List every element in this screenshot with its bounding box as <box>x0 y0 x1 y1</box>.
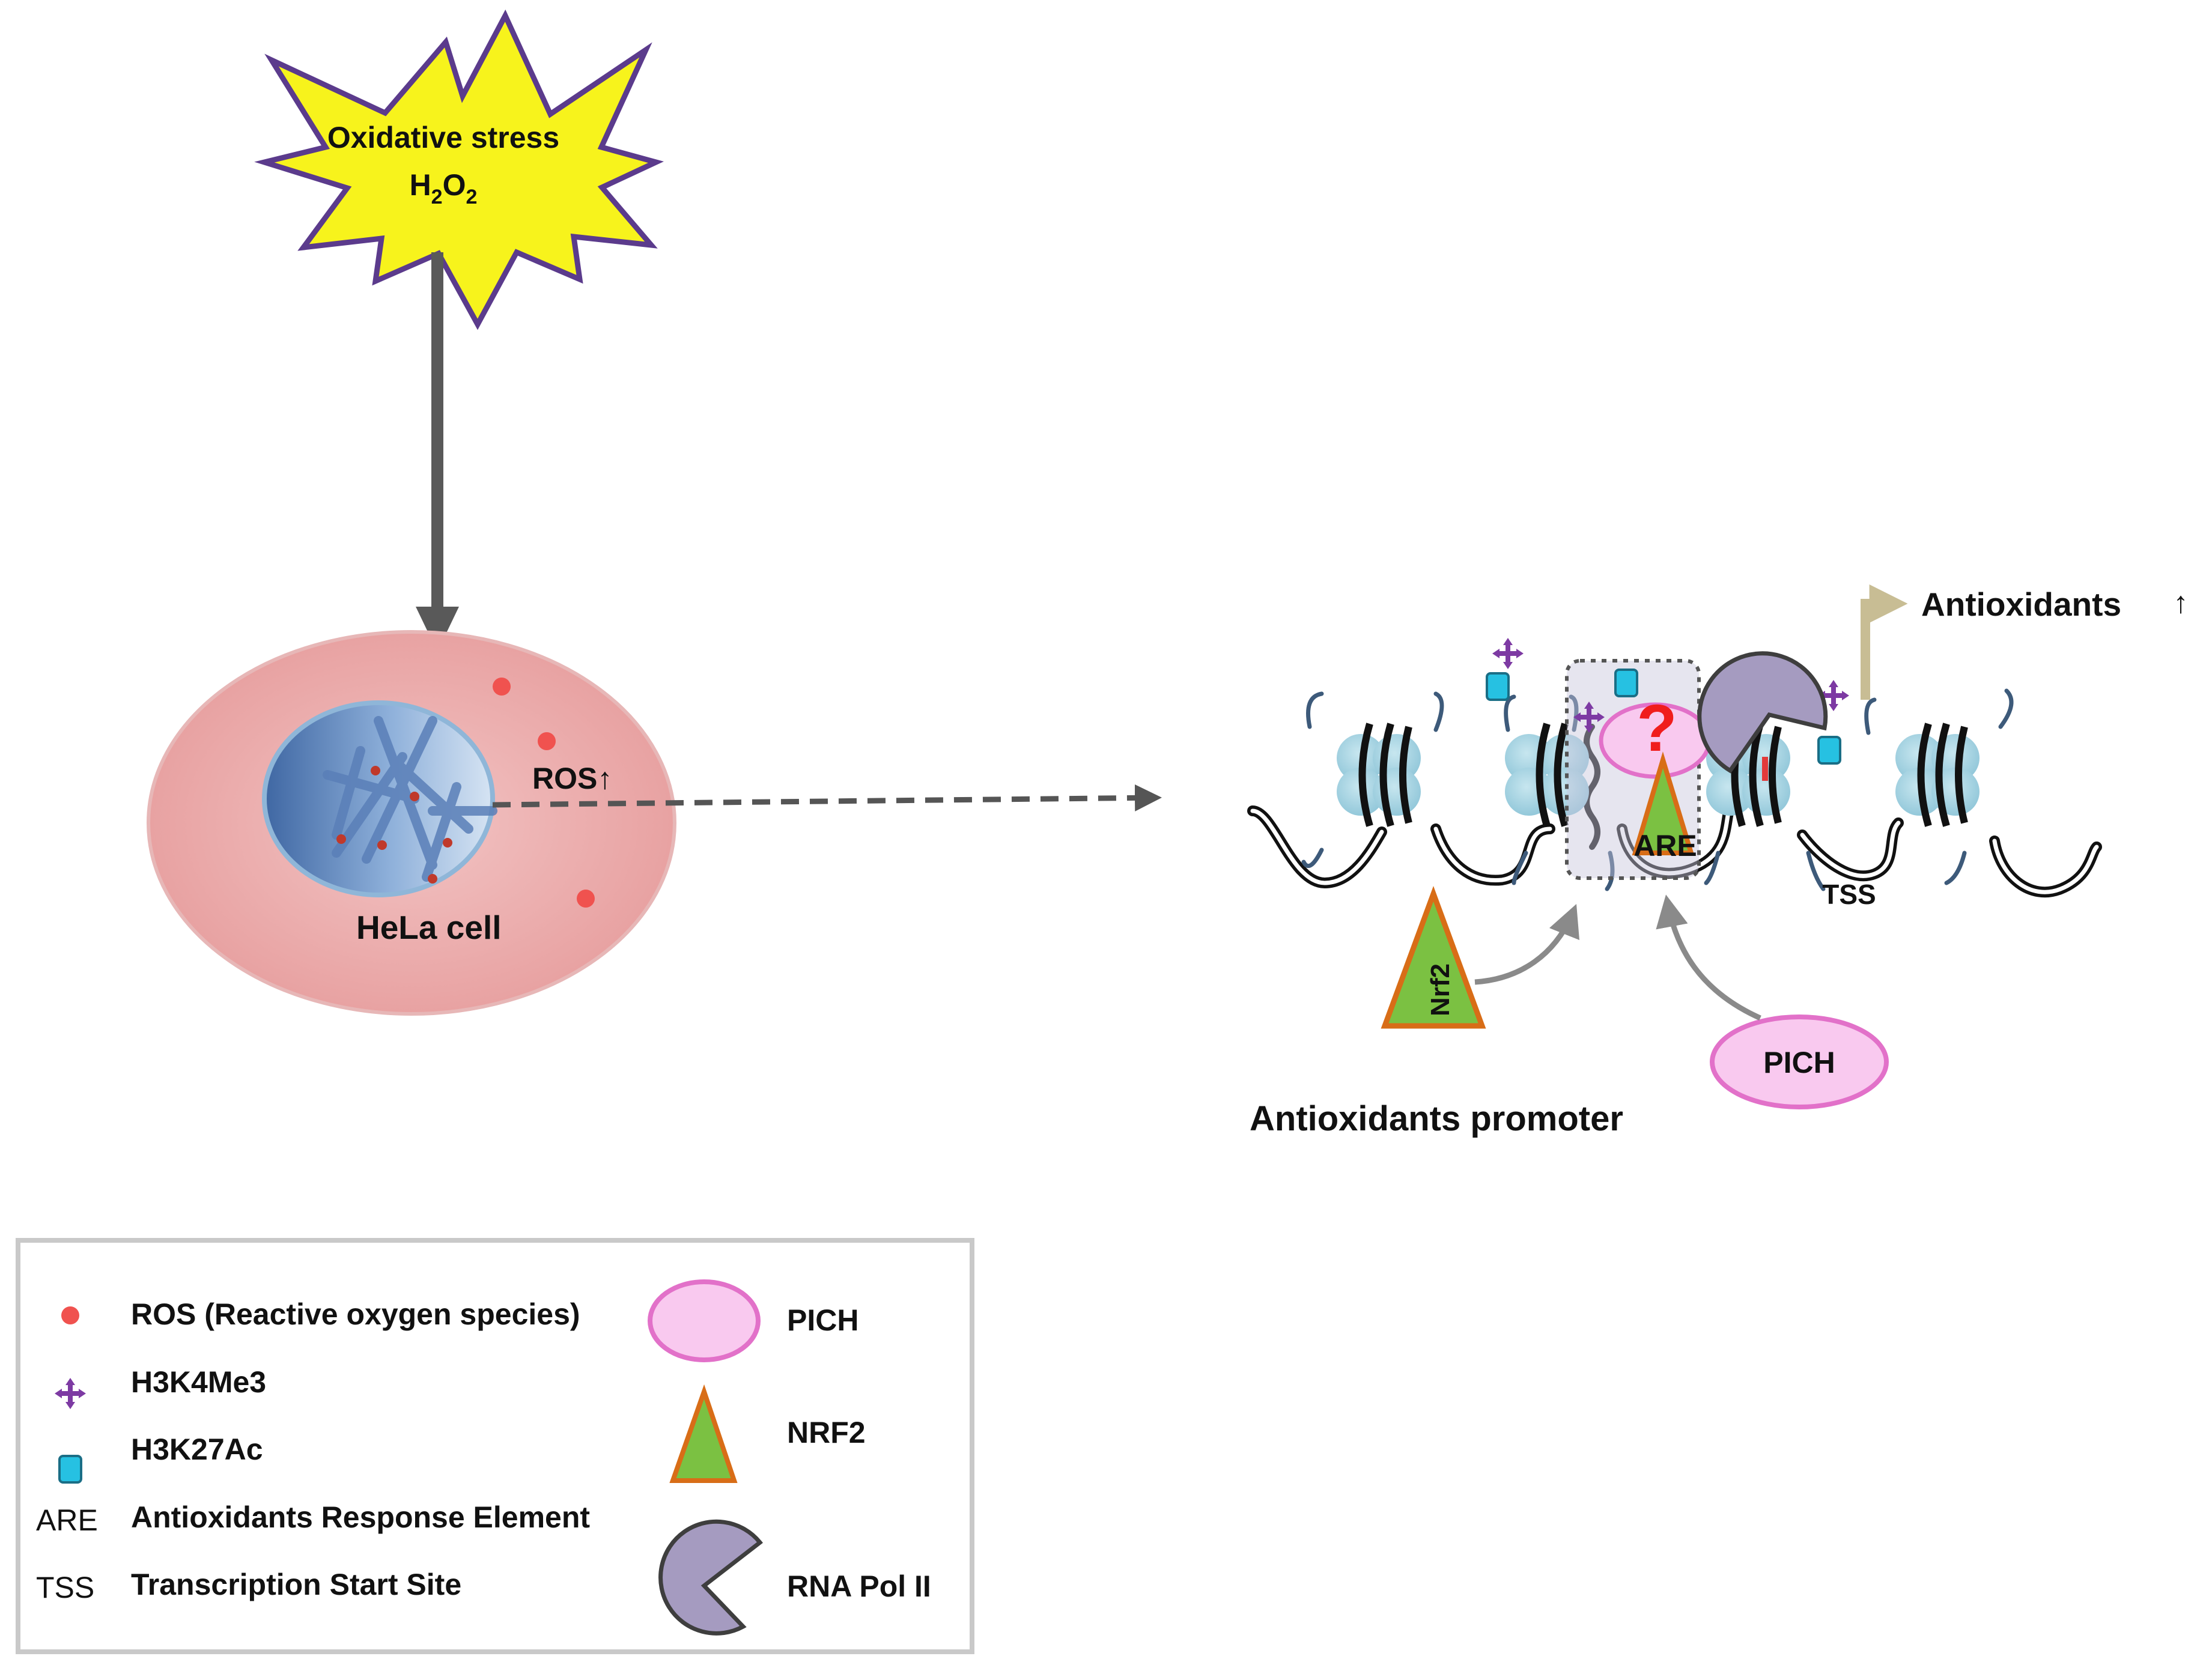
legend-h3k4me3-label: H3K4Me3 <box>131 1365 266 1399</box>
nrf2-free-label: Nrf2 <box>1426 963 1455 1016</box>
histone-tails <box>1301 688 2014 891</box>
h3k4me3-cross-icon <box>1492 638 1524 669</box>
nrf2-bound-triangle <box>1632 751 1695 855</box>
legend: ROS (Reactive oxygen species) H3K4Me3 H3… <box>16 1238 974 1654</box>
legend-box <box>16 1238 974 1654</box>
h3k27ac-square-icon <box>1817 736 1841 765</box>
legend-ros-dot-icon <box>61 1306 79 1324</box>
zoom-dashed-arrow <box>492 784 1162 811</box>
pich-free-label: PICH <box>1763 1046 1835 1079</box>
cell-label: HeLa cell <box>356 909 502 946</box>
legend-nrf2-label: NRF2 <box>787 1416 866 1449</box>
legend-h3k27ac-label: H3K27Ac <box>131 1433 263 1466</box>
stress-to-cell-arrow <box>416 252 459 652</box>
rna-pol-ii-pacman <box>1697 651 1828 774</box>
h2o2-formula: H2O2 <box>410 168 478 208</box>
dna-strand <box>1247 724 2102 898</box>
ros-dot <box>577 890 595 908</box>
nrf2-free-triangle <box>1381 885 1486 1029</box>
transcription-arrow <box>1861 584 1908 700</box>
antioxidants-output-label: Antioxidants <box>1921 586 2121 623</box>
nucleosome-4 <box>1895 723 1980 827</box>
pich-free-oval <box>1710 1014 1889 1109</box>
hela-cell: ROS↑ HeLa cell <box>147 630 676 1016</box>
ros-label: ROS↑ <box>532 762 612 795</box>
ros-dot <box>493 678 511 696</box>
legend-h3k27ac-square-icon <box>58 1455 82 1484</box>
legend-rna-pol-ii-label: RNA Pol II <box>787 1569 931 1603</box>
are-label: ARE <box>1633 829 1697 863</box>
legend-nrf2-triangle-icon <box>669 1384 738 1483</box>
promoter-schematic: ? ARE TSS Antioxidants ↑ Nrf2 PICH Antio… <box>1247 584 2189 1138</box>
question-mark: ? <box>1636 691 1677 765</box>
legend-tss-label: Transcription Start Site <box>131 1568 461 1601</box>
legend-are-label: Antioxidants Response Element <box>131 1500 590 1534</box>
h3k27ac-square-icon <box>1614 669 1638 697</box>
legend-pich-oval-icon <box>648 1279 761 1362</box>
nucleosome-2 <box>1505 723 1589 827</box>
h3k27ac-square-icon <box>1486 672 1510 701</box>
pich-recruit-arrow <box>1656 894 1761 1021</box>
nucleosome-1 <box>1337 723 1421 827</box>
promoter-title: Antioxidants promoter <box>1250 1099 1623 1138</box>
legend-are-abbr: ARE <box>36 1503 98 1537</box>
chromosomes <box>323 716 497 882</box>
oxidative-stress-burst: Oxidative stress H2O2 <box>254 9 664 330</box>
ros-dot <box>538 732 556 750</box>
legend-pich-label: PICH <box>787 1303 858 1337</box>
legend-rna-pol-ii-pacman-icon <box>658 1519 763 1636</box>
legend-ros-label: ROS (Reactive oxygen species) <box>131 1297 580 1331</box>
stress-title: Oxidative stress <box>327 121 559 154</box>
nrf2-recruit-arrow <box>1474 903 1579 985</box>
tss-label: TSS <box>1822 879 1876 910</box>
antioxidants-up-arrow: ↑ <box>2174 586 2189 619</box>
legend-tss-abbr: TSS <box>36 1571 94 1604</box>
